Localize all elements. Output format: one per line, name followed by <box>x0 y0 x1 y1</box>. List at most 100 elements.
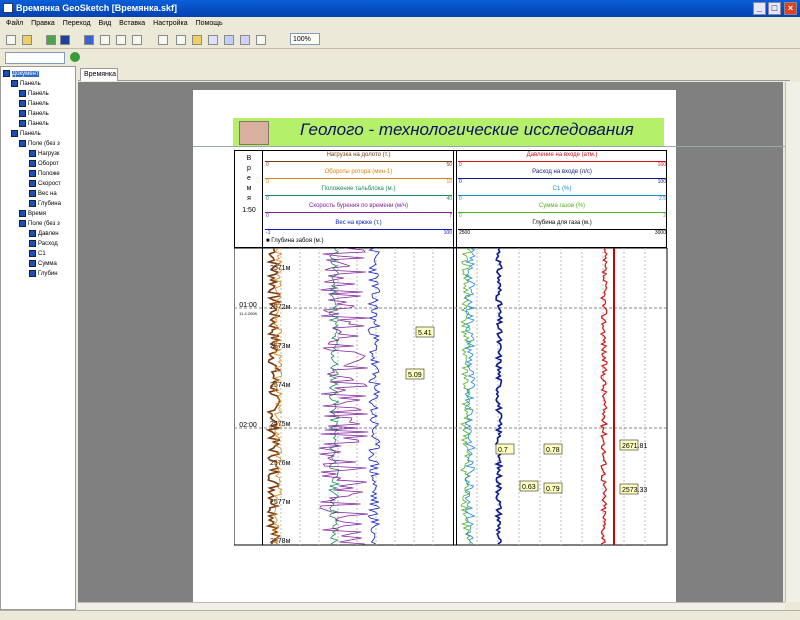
maximize-button[interactable]: □ <box>768 2 781 15</box>
company-logo <box>239 121 269 145</box>
paste-icon[interactable] <box>132 35 142 45</box>
tree-item[interactable]: Панель <box>11 129 41 139</box>
time-label: 02:00 <box>239 422 257 429</box>
curve-icon <box>29 229 36 237</box>
curve-icon <box>29 189 36 197</box>
tree-item-document[interactable]: Документ <box>3 69 39 79</box>
tracks-frame <box>234 248 668 546</box>
copy-icon[interactable] <box>116 35 126 45</box>
tree-item[interactable]: Скорост <box>29 179 61 189</box>
close-button[interactable]: × <box>784 2 797 15</box>
undo-icon[interactable] <box>84 35 94 45</box>
depth-label: 2574м <box>270 382 291 389</box>
trace-block-position <box>328 248 341 545</box>
report-title: Геолого - технологические исследования <box>300 120 634 139</box>
date-label: 11.4.2008 <box>239 311 257 316</box>
tree-item[interactable]: Положе <box>29 169 60 179</box>
new-icon[interactable] <box>6 35 16 45</box>
param-max: 160 <box>657 162 666 168</box>
trace-rop <box>319 248 369 545</box>
layout-icon[interactable] <box>240 35 250 45</box>
document-tree[interactable]: Документ Панель Панель Панель Панель Пан… <box>0 66 76 610</box>
tree-item[interactable]: Вес на <box>29 189 57 199</box>
grid-icon[interactable] <box>224 35 234 45</box>
callout-rop-1: 5.41 <box>418 330 432 337</box>
param-scale-line <box>265 212 452 213</box>
menu-file[interactable]: Файл <box>6 20 24 27</box>
trace-weight-on-bit <box>265 248 283 545</box>
trace-total-gas <box>460 248 472 545</box>
zoom-select[interactable]: 100% <box>290 33 320 45</box>
save-icon[interactable] <box>60 35 70 45</box>
callout-depth-2: 2573.33 <box>622 487 647 494</box>
reload-icon[interactable] <box>46 35 56 45</box>
tree-item[interactable]: Панель <box>19 89 49 99</box>
tree-item[interactable]: Расход <box>29 239 58 249</box>
param-min: 0 <box>266 179 269 185</box>
minimize-button[interactable]: _ <box>753 2 766 15</box>
menu-go[interactable]: Переход <box>62 20 91 27</box>
callout-depth-2-box <box>619 483 639 495</box>
param-scale-line <box>458 229 666 230</box>
tab-vremyanka[interactable]: Времянка <box>80 68 118 81</box>
tree-item[interactable]: Панель <box>19 99 49 109</box>
panel-icon <box>11 79 18 87</box>
callout-sum-1: 0.78 <box>546 447 560 454</box>
depth-label: 2576м <box>270 460 291 467</box>
tree-item[interactable]: Панель <box>19 119 49 129</box>
tree-item[interactable]: Сумма <box>29 259 57 269</box>
vertical-scrollbar[interactable] <box>785 82 800 602</box>
menu-help[interactable]: Помощь <box>195 20 223 27</box>
menu-view[interactable]: Вид <box>98 20 112 27</box>
param-name: Расход на входе (л/с) <box>532 169 592 175</box>
menu-bar: Файл Правка Переход Вид Вставка Настройк… <box>0 17 800 31</box>
param-max: 3000 <box>654 230 666 236</box>
menu-edit[interactable]: Правка <box>31 20 55 27</box>
properties-icon[interactable] <box>176 35 186 45</box>
trace-c1 <box>464 248 476 545</box>
menu-settings[interactable]: Настройка <box>153 20 188 27</box>
param-max: 2.5 <box>659 196 666 202</box>
curve-icon <box>29 239 36 247</box>
tree-item[interactable]: С1 <box>29 249 46 259</box>
panel-icon[interactable] <box>208 35 218 45</box>
go-icon[interactable] <box>70 52 80 62</box>
tools-icon[interactable] <box>256 35 266 45</box>
param-name: Нагрузка на долото (т.) <box>326 152 391 158</box>
field-icon <box>19 139 26 147</box>
curve-icon <box>29 159 36 167</box>
tree-item[interactable]: Давлен <box>29 229 59 239</box>
callout-rop-1-box <box>415 326 435 338</box>
tree-item[interactable]: Нагрузк <box>29 149 60 159</box>
redo-icon[interactable] <box>100 35 110 45</box>
tree-item[interactable]: Глубин <box>29 269 58 279</box>
tree-item[interactable]: Глубина <box>29 199 61 209</box>
tree-item[interactable]: Панель <box>11 79 41 89</box>
param-min: 0 <box>459 162 462 168</box>
toolbar <box>0 31 800 49</box>
depth-label: 2572м <box>270 304 291 311</box>
curve-icon <box>29 249 36 257</box>
tree-item[interactable]: Панель <box>19 109 49 119</box>
tree-item[interactable]: Поле (без з <box>19 219 60 229</box>
param-max: 40 <box>446 196 452 202</box>
open-icon[interactable] <box>22 35 32 45</box>
navigation-input[interactable] <box>5 52 65 64</box>
page-break-line <box>193 146 786 147</box>
depth-label: 2578м <box>270 538 291 545</box>
folder-icon[interactable] <box>192 35 202 45</box>
tree-item[interactable]: Оборот <box>29 159 59 169</box>
panel-icon <box>19 119 26 127</box>
callout-depth-1: 2671.81 <box>622 443 647 450</box>
title-bar: Времянка GeoSketch [Времянка.skf] _ □ × <box>0 0 800 17</box>
delete-icon[interactable] <box>158 35 168 45</box>
param-min: 0 <box>459 196 462 202</box>
param-max: 2 <box>663 213 666 219</box>
tree-item[interactable]: Время <box>19 209 46 219</box>
tree-item[interactable]: Поле (без з <box>19 139 60 149</box>
horizontal-scrollbar[interactable] <box>78 602 785 610</box>
param-max: 100 <box>443 230 452 236</box>
param-name: Положение тальблока (м.) <box>321 186 396 192</box>
document-icon <box>3 69 10 77</box>
menu-insert[interactable]: Вставка <box>119 20 146 27</box>
